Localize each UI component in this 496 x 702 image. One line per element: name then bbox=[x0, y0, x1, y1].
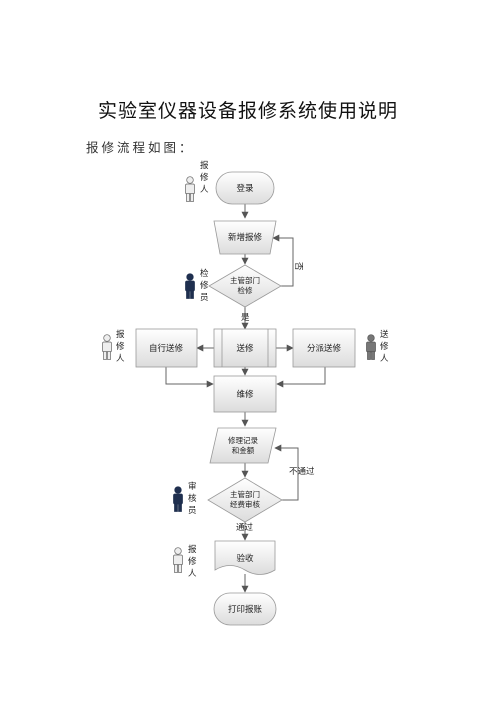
sender-person-icon bbox=[366, 334, 376, 360]
node-dispatch-repair bbox=[292, 328, 356, 368]
connector-fail-loop bbox=[274, 444, 299, 501]
role-sender-c1: 送 bbox=[380, 329, 389, 340]
decision-department-check bbox=[208, 264, 282, 308]
node-dispatch-repair-label: 分派送修 bbox=[307, 343, 342, 354]
node-self-repair-label: 自行送修 bbox=[149, 343, 184, 354]
role-inspector-c2: 修 bbox=[200, 280, 209, 291]
node-acceptance-label: 验收 bbox=[236, 553, 254, 564]
node-new-request-label: 新增报修 bbox=[228, 232, 263, 243]
decision-check-line-1: 主管部门 bbox=[230, 275, 260, 285]
role-auditor-c2: 核 bbox=[188, 493, 197, 504]
role-reporter-3-c2: 修 bbox=[188, 556, 197, 567]
decision-check-line-2: 检修 bbox=[238, 285, 253, 295]
reporter-person-icon bbox=[173, 547, 183, 573]
role-auditor-c3: 员 bbox=[188, 506, 197, 516]
role-reporter-2-c2: 修 bbox=[116, 341, 125, 352]
role-reporter-1-c2: 修 bbox=[200, 172, 209, 183]
node-record-line-2: 和金额 bbox=[232, 445, 255, 455]
node-login bbox=[215, 171, 275, 205]
role-inspector-c1: 检 bbox=[200, 268, 209, 279]
role-sender-c3: 人 bbox=[380, 354, 389, 364]
reporter-person-icon bbox=[102, 334, 112, 360]
node-send-repair-label: 送修 bbox=[236, 343, 254, 354]
connector-dispatch-to-repair bbox=[276, 367, 326, 388]
reporter-person-icon bbox=[185, 176, 195, 202]
role-reporter-1-c1: 报 bbox=[200, 160, 209, 171]
decision-budget-review bbox=[207, 477, 283, 523]
node-login-label: 登录 bbox=[236, 183, 254, 194]
node-repair-label: 维修 bbox=[236, 389, 254, 400]
role-sender-c2: 修 bbox=[380, 341, 389, 352]
edge-label-fail: 不通过 bbox=[289, 466, 315, 477]
auditor-person-icon bbox=[173, 486, 183, 512]
node-record bbox=[209, 427, 277, 464]
connector-no-loop bbox=[272, 234, 294, 287]
role-auditor-c1: 审 bbox=[188, 481, 197, 492]
inspector-person-icon bbox=[185, 273, 195, 299]
decision-review-line-1: 主管部门 bbox=[230, 489, 260, 499]
intro-text: 报修流程如图： bbox=[86, 140, 195, 155]
node-acceptance bbox=[214, 540, 276, 575]
edge-label-pass: 通过 bbox=[236, 522, 254, 533]
edge-label-yes: 是 bbox=[241, 313, 250, 323]
node-send-repair bbox=[213, 328, 277, 368]
decision-review-line-2: 经费审核 bbox=[230, 499, 260, 509]
role-reporter-3-c3: 人 bbox=[188, 569, 197, 579]
role-reporter-3-c1: 报 bbox=[188, 544, 197, 555]
edge-label-no: 否 bbox=[293, 262, 303, 271]
node-self-repair bbox=[135, 328, 198, 368]
document-title: 实验室仪器设备报修系统使用说明 bbox=[97, 100, 398, 122]
node-print bbox=[213, 592, 277, 626]
node-print-label: 打印报账 bbox=[228, 604, 263, 615]
node-new-request bbox=[213, 220, 277, 255]
role-inspector-c3: 员 bbox=[200, 293, 209, 303]
node-repair bbox=[213, 375, 277, 413]
role-reporter-1-c3: 人 bbox=[200, 185, 209, 195]
role-reporter-2-c3: 人 bbox=[116, 354, 125, 364]
node-record-line-1: 修理记录 bbox=[228, 435, 258, 445]
connector-self-to-repair bbox=[165, 367, 214, 388]
role-reporter-2-c1: 报 bbox=[116, 329, 125, 340]
